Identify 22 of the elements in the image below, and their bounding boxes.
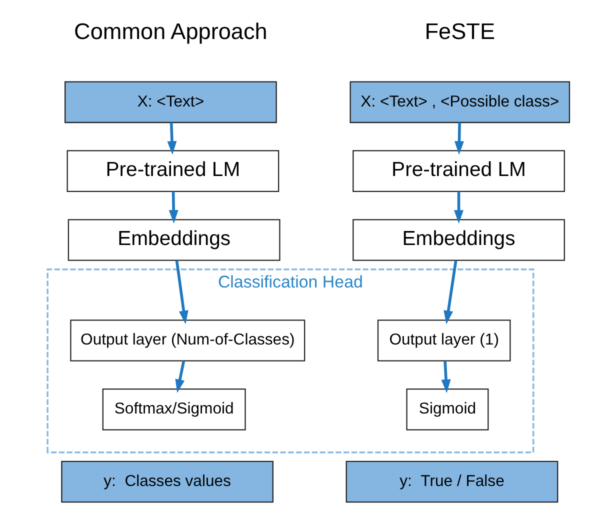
arrow [454,192,464,224]
arrow [443,260,457,324]
arrow [454,122,464,155]
node-box: Softmax/Sigmoid [102,388,246,430]
node-box: y: True / False [345,460,558,503]
node-box: X: <Text> [64,81,276,124]
node-box: Pre-trained LM [66,150,279,192]
label: FeSTE [424,18,495,44]
arrow [166,122,176,155]
node-box: Embeddings [67,219,280,261]
node-box: Output layer (1) [376,320,510,362]
label: Common Approach [74,18,267,44]
node-box: X: <Text> , <Possible class> [349,81,570,124]
node-box: y: Classes values [60,460,273,503]
arrow [168,191,178,224]
arrow [174,260,188,324]
node-box: Pre-trained LM [352,150,564,192]
node-box: Sigmoid [406,388,488,430]
node-box: Embeddings [352,219,564,261]
arrow [174,360,185,394]
node-box: Output layer (Num-of-Classes) [70,320,305,362]
arrow [440,360,450,394]
